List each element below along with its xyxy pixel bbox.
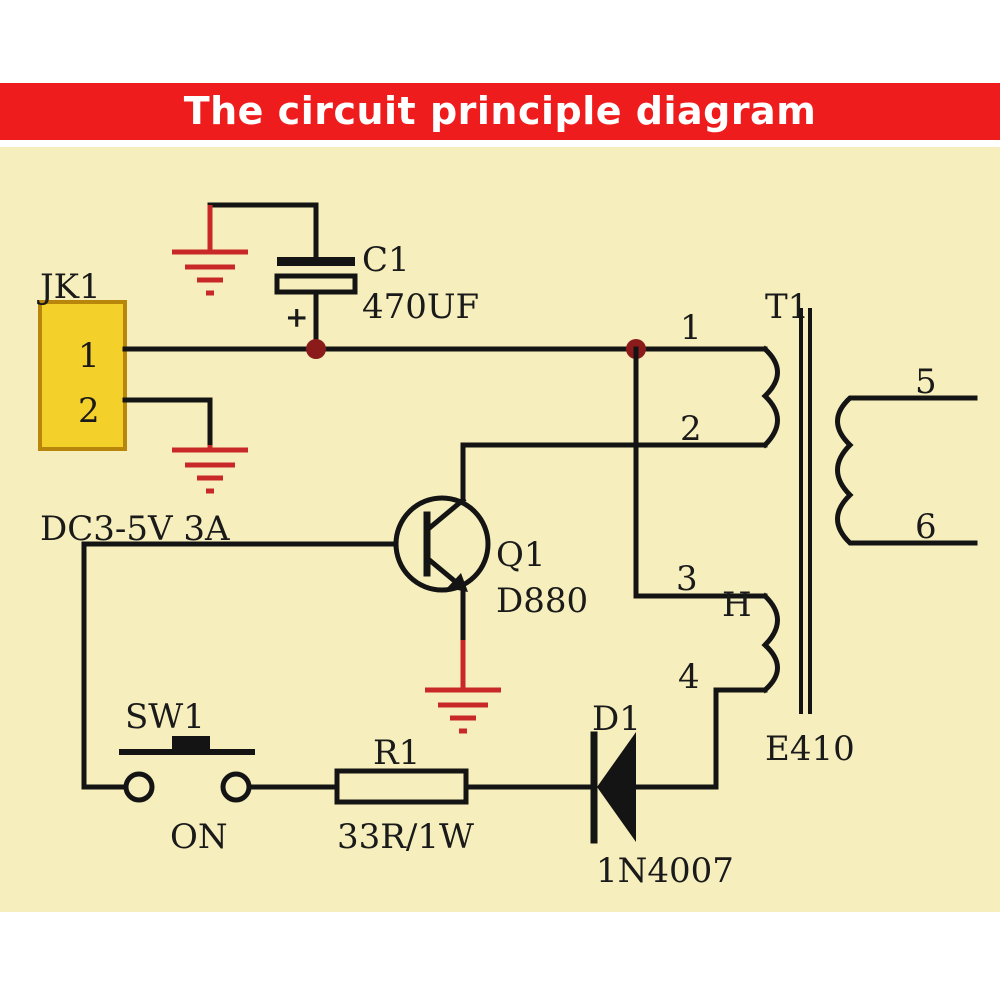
sw1-button [172,736,210,752]
c1-polarity-mark: + [285,301,308,334]
c1-plate-bottom [274,273,358,295]
t1-feedback-coil [761,592,780,694]
c1-plate-top [277,257,355,266]
t1-primary-coil [761,345,780,449]
q1-transistor-body [393,495,491,593]
d1-value-label: 1N4007 [596,851,734,891]
jk1-label: JK1 [37,267,101,307]
t1-pin6-label: 6 [915,507,937,547]
page-title: The circuit principle diagram [183,89,817,133]
base-wire [81,541,399,790]
d1-anode-triangle [597,732,636,842]
title-banner: The circuit principle diagram [0,83,1000,140]
sw1-ref-label: SW1 [125,697,205,737]
t1-value-label: E410 [765,729,855,769]
q1-value-label: D880 [496,581,588,621]
q1-ref-label: Q1 [496,535,546,575]
c1-top-wire [207,202,319,260]
sw1-contact-right [220,771,252,803]
d1-t1-wire [633,687,768,790]
collector-wire [460,442,768,500]
schematic-board: JK1 1 2 + C1 470UF 1 2 T1 3 H 4 E410 5 6 [0,147,1000,912]
sw1-contact-left [123,771,155,803]
d1-ref-label: D1 [592,699,641,739]
q1-collector-leg [423,496,467,534]
t1-tap-label: H [722,585,752,625]
sw1-state-label: ON [170,817,228,857]
jk1-pin2-label: 2 [78,391,100,431]
t1-pin2-label: 2 [680,409,702,449]
t1-pin1-label: 1 [680,308,702,348]
ground-symbol-jk1 [172,445,248,494]
feedback-wire [633,346,768,599]
ground-symbol-q1 [425,640,501,734]
c1-value-label: 470UF [362,287,479,327]
jk1-pin2-wire [122,397,213,451]
t1-pin4-label: 4 [678,657,700,697]
junction-dot-c1 [306,339,326,359]
t1-pin5-label: 5 [915,362,937,402]
c1-ref-label: C1 [362,240,410,280]
circuit-schematic: JK1 1 2 + C1 470UF 1 2 T1 3 H 4 E410 5 6 [37,202,978,891]
ground-symbol-c1 [172,205,248,296]
jk1-pin1-label: 1 [78,336,100,376]
t1-core [799,308,812,714]
t1-pin3-label: 3 [676,559,698,599]
t1-secondary-coil [835,395,978,546]
r1-value-label: 33R/1W [337,817,474,857]
jk1-connector [38,300,127,451]
r1-resistor [334,768,469,805]
r1-ref-label: R1 [373,733,420,773]
